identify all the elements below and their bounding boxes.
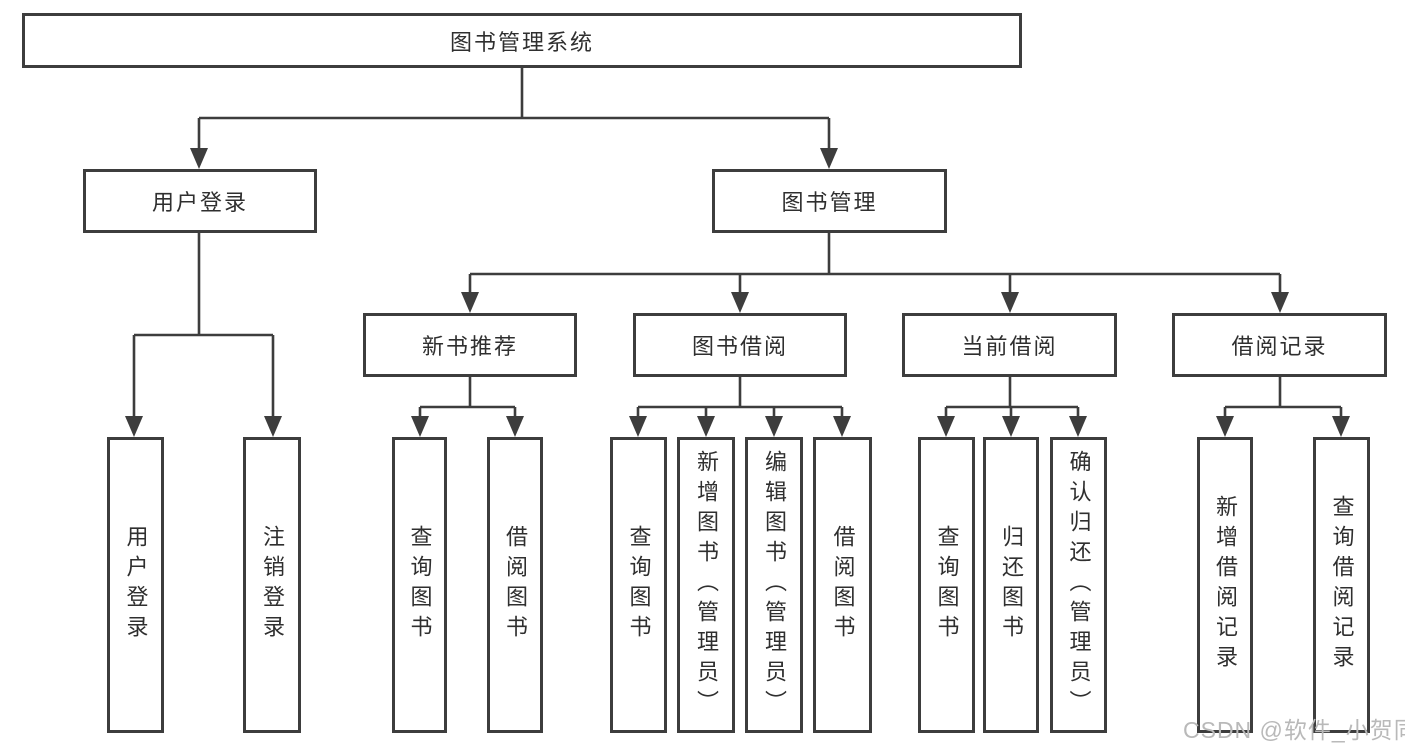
node-book-borrowing: 图书借阅 [633,313,847,377]
arrow-head-icon [125,416,143,437]
arrow-head-icon [629,416,647,437]
leaf-edit-book-admin: 编辑图书（管理员） [745,437,803,733]
leaf-logout: 注销登录 [243,437,301,733]
arrow-head-icon [820,148,838,169]
node-borrowing-records: 借阅记录 [1172,313,1387,377]
arrow-head-icon [1271,292,1289,313]
arrow-head-icon [190,148,208,169]
leaf-add-borrow-record: 新增借阅记录 [1197,437,1253,733]
arrow-head-icon [1002,416,1020,437]
arrow-head-icon [461,292,479,313]
node-book-management: 图书管理 [712,169,947,233]
arrow-head-icon [833,416,851,437]
node-user-login: 用户登录 [83,169,317,233]
node-library-management-system: 图书管理系统 [22,13,1022,68]
leaf-return-book: 归还图书 [983,437,1039,733]
leaf-query-books-recommend: 查询图书 [392,437,447,733]
arrow-head-icon [937,416,955,437]
csdn-watermark: CSDN @软件_小贺同学 [1183,717,1405,743]
arrow-head-icon [731,292,749,313]
arrow-head-icon [1001,292,1019,313]
leaf-user-login: 用户登录 [107,437,164,733]
arrow-head-icon [697,416,715,437]
node-new-book-recommendation: 新书推荐 [363,313,577,377]
node-current-borrowing: 当前借阅 [902,313,1117,377]
arrow-head-icon [506,416,524,437]
arrow-head-icon [1332,416,1350,437]
leaf-confirm-return-admin: 确认归还（管理员） [1050,437,1107,733]
leaf-query-books-current: 查询图书 [918,437,975,733]
arrow-head-icon [1069,416,1087,437]
arrow-head-icon [765,416,783,437]
arrow-head-icon [411,416,429,437]
leaf-borrow-books-recommend: 借阅图书 [487,437,543,733]
arrow-head-icon [1216,416,1234,437]
arrow-head-icon [264,416,282,437]
leaf-add-book-admin: 新增图书（管理员） [677,437,735,733]
leaf-borrow-books-borrowing: 借阅图书 [813,437,872,733]
leaf-query-borrow-record: 查询借阅记录 [1313,437,1370,733]
leaf-query-books-borrowing: 查询图书 [610,437,667,733]
